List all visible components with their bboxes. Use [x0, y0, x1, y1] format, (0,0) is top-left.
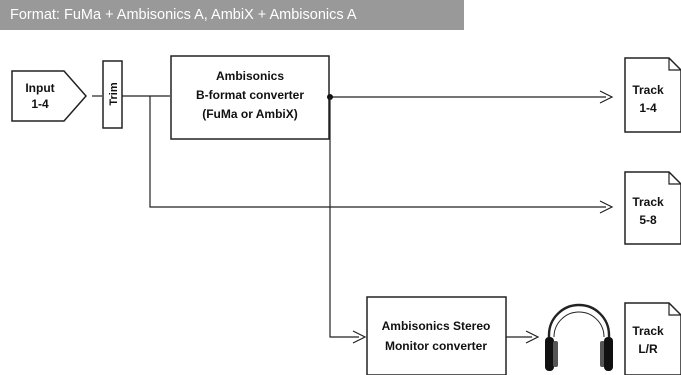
- track-5-8-node: Track 5-8: [624, 171, 681, 245]
- arrowhead-monitor: [352, 330, 367, 344]
- track-lr-label: Track: [632, 324, 664, 338]
- monitor-line-1: Ambisonics Stereo: [382, 319, 491, 333]
- connector-converter-monitor: [329, 97, 359, 338]
- bformat-converter-node: Ambisonics B-format converter (FuMa or A…: [170, 55, 330, 140]
- format-title: Format: FuMa + Ambisonics A, AmbiX + Amb…: [10, 7, 357, 23]
- converter-line-3: (FuMa or AmbiX): [202, 107, 298, 121]
- monitor-converter-node: Ambisonics Stereo Monitor converter: [366, 296, 507, 375]
- track-1-4-node: Track 1-4: [624, 57, 681, 133]
- track-5-8-channels: 5-8: [639, 213, 657, 227]
- format-banner: Format: FuMa + Ambisonics A, AmbiX + Amb…: [0, 0, 464, 30]
- track-5-8-label: Track: [632, 195, 664, 209]
- headphones-icon: [545, 303, 613, 371]
- input-label: Input: [25, 81, 54, 95]
- trim-node: Trim: [102, 60, 123, 129]
- track-lr-channels: L/R: [638, 342, 658, 356]
- arrowhead-track-1-4: [599, 90, 614, 104]
- monitor-line-2: Monitor converter: [385, 339, 487, 353]
- trim-label: Trim: [108, 82, 120, 105]
- track-1-4-label: Track: [632, 83, 664, 97]
- connector-trim-track-5-8: [149, 96, 606, 208]
- track-lr-node: Track L/R: [624, 302, 681, 375]
- converter-line-1: Ambisonics: [216, 69, 284, 83]
- arrowhead-track-5-8: [599, 200, 614, 214]
- input-node: Input 1-4: [11, 70, 87, 122]
- arrowhead-headphones: [525, 330, 540, 344]
- input-channels: 1-4: [31, 97, 49, 111]
- converter-line-2: B-format converter: [196, 88, 304, 102]
- track-1-4-channels: 1-4: [639, 101, 657, 115]
